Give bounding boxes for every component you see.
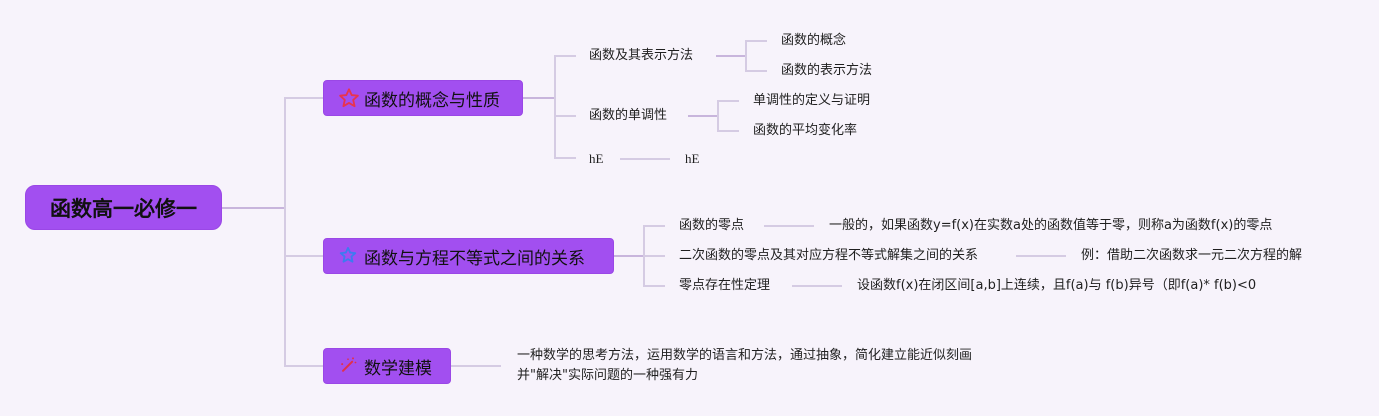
- branch-label: 数学建模: [364, 358, 432, 379]
- connector: [764, 225, 814, 227]
- connector: [717, 100, 739, 102]
- connector: [554, 55, 576, 57]
- connector: [554, 55, 556, 159]
- connector: [523, 97, 555, 99]
- connector: [643, 285, 665, 287]
- definition-zero-point[interactable]: 一般的，如果函数y=f(x)在实数a处的函数值等于零，则称a为函数f(x)的零点: [829, 218, 1273, 233]
- connector: [620, 158, 670, 160]
- branch-label: 函数的概念与性质: [364, 90, 500, 111]
- subtopic-function-concept[interactable]: 函数的概念: [781, 33, 847, 48]
- subtopic-average-rate-of-change[interactable]: 函数的平均变化率: [753, 123, 858, 138]
- connector: [614, 255, 644, 257]
- connector: [745, 40, 767, 42]
- connector: [451, 365, 501, 367]
- topic-zero-existence-theorem[interactable]: 零点存在性定理: [679, 278, 771, 293]
- topic-function-representation[interactable]: 函数及其表示方法: [589, 48, 694, 63]
- topic-zero-point[interactable]: 函数的零点: [679, 218, 745, 233]
- modeling-description-line2: 并"解决"实际问题的一种强有力: [517, 368, 698, 383]
- topic-quadratic-zero-relationship[interactable]: 二次函数的零点及其对应方程不等式解集之间的关系: [679, 248, 979, 263]
- root-node[interactable]: 函数高一必修一: [25, 185, 222, 230]
- theorem-statement[interactable]: 设函数f(x)在闭区间[a,b]上连续，且f(a)与 f(b)异号（即f(a)*…: [857, 278, 1257, 293]
- modeling-description-line1: 一种数学的思考方法，运用数学的语言和方法，通过抽象，简化建立能近似刻画: [517, 348, 973, 363]
- branch-node-concept-properties[interactable]: 函数的概念与性质: [323, 80, 523, 116]
- connector: [716, 55, 746, 57]
- connector: [745, 70, 767, 72]
- subtopic-function-representation-methods[interactable]: 函数的表示方法: [781, 63, 873, 78]
- subtopic-he[interactable]: hE: [685, 151, 700, 166]
- connector: [717, 130, 739, 132]
- connector-trunk: [284, 97, 286, 367]
- connector: [1016, 255, 1066, 257]
- connector-branch-2: [284, 255, 324, 257]
- connector: [554, 157, 576, 159]
- connector: [717, 100, 719, 132]
- modeling-description[interactable]: 一种数学的思考方法，运用数学的语言和方法，通过抽象，简化建立能近似刻画 并"解决…: [517, 346, 972, 386]
- topic-monotonicity[interactable]: 函数的单调性: [589, 108, 668, 123]
- star-outline-icon: [338, 245, 360, 267]
- root-label: 函数高一必修一: [50, 196, 197, 221]
- connector-branch-3: [284, 365, 324, 367]
- branch-label: 函数与方程不等式之间的关系: [364, 248, 585, 269]
- connector: [643, 255, 665, 257]
- subtopic-monotonicity-definition[interactable]: 单调性的定义与证明: [753, 93, 871, 108]
- connector: [554, 115, 576, 117]
- branch-node-function-equation-inequality[interactable]: 函数与方程不等式之间的关系: [323, 238, 614, 274]
- topic-he[interactable]: hE: [589, 151, 604, 166]
- connector: [792, 285, 842, 287]
- connector: [745, 40, 747, 72]
- connector-branch-1: [284, 97, 324, 99]
- star-outline-icon: [338, 87, 360, 109]
- branch-node-mathematical-modeling[interactable]: 数学建模: [323, 348, 451, 384]
- magic-wand-icon: [338, 355, 360, 377]
- connector-root: [222, 207, 285, 209]
- connector: [688, 115, 718, 117]
- example-quadratic-equation[interactable]: 例：借助二次函数求一元二次方程的解: [1081, 248, 1303, 263]
- connector: [643, 225, 665, 227]
